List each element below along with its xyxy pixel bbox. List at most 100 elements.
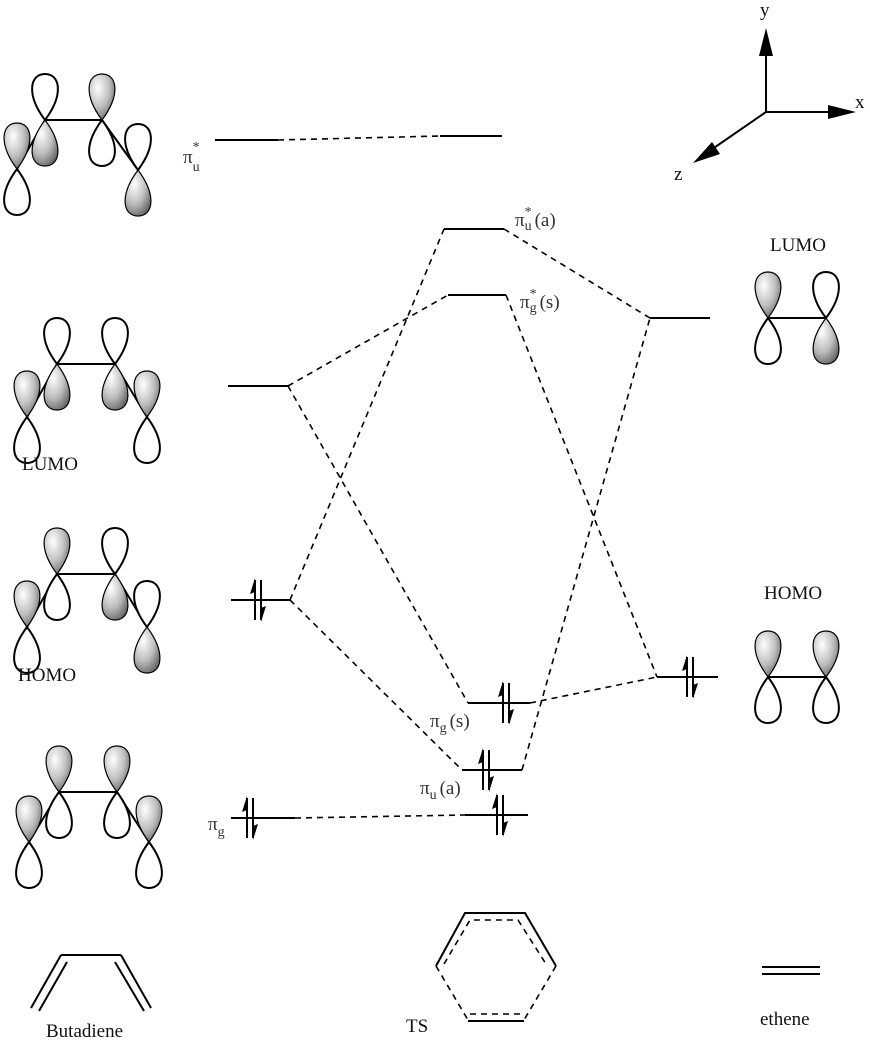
electron-pair-ts-pi_u_a	[478, 748, 494, 792]
z-axis-label: z	[674, 164, 682, 185]
electron-pair-bd-homo	[250, 578, 266, 622]
spin-down-head-icon	[693, 683, 698, 699]
label-sub: u	[430, 788, 437, 803]
p-orbital-lobe-top	[13, 580, 41, 629]
corr-bd-pi-star-u-to-ts	[277, 135, 441, 141]
butadiene-caption: Butadiene	[46, 1021, 123, 1042]
p-orbital-lobe-bottom	[812, 675, 840, 725]
label-sym: (s)	[540, 292, 560, 313]
p-orbital-lobe-top	[45, 745, 73, 794]
ethene-mo-lumo	[754, 270, 840, 366]
p-orbital-lobe-bottom	[3, 167, 31, 217]
label-sup: *	[525, 205, 532, 220]
butadiene-double-bond-left-a	[30, 954, 62, 1009]
p-orbital-lobe-bottom	[101, 572, 129, 621]
corr-bd-homo-to-ts-pi-u	[289, 599, 463, 771]
p-orbital-lobe-bottom	[13, 625, 41, 675]
p-orbital-lobe-top	[43, 527, 71, 576]
label-sup: *	[530, 287, 537, 302]
ts-dashed-upper	[443, 919, 547, 965]
p-orbital-lobe-top	[133, 370, 161, 419]
corr-bd-pi-g-to-ts-lowest	[294, 814, 466, 819]
p-orbital-lobe-bottom	[754, 675, 782, 725]
butadiene-double-bond-right-a	[120, 954, 152, 1009]
p-orbital-lobe-bottom	[43, 572, 71, 622]
corr-bd-lumo-to-ts-pi-star-g	[287, 294, 449, 387]
butadiene-mo-lumo	[13, 316, 161, 465]
x-arrowhead-icon	[828, 105, 856, 119]
ts-dashed-left-forming	[435, 965, 469, 1021]
transition-state-structure: TS	[406, 912, 557, 1037]
label-base: π	[515, 210, 525, 231]
label-sup: *	[193, 140, 200, 155]
butadiene-mo-homo	[13, 526, 161, 675]
p-orbital-lobe-top	[812, 630, 840, 679]
z-axis-arrow	[707, 111, 767, 153]
p-orbital-lobe-top	[31, 72, 59, 122]
label-ts-pi-star-u-a: π*u(a)	[515, 205, 556, 234]
p-orbital-lobe-top	[812, 270, 840, 320]
spin-down-head-icon	[261, 606, 266, 622]
p-orbital-lobe-bottom	[13, 415, 41, 465]
ts-solid-upper	[435, 912, 557, 967]
spin-up-head-icon	[250, 578, 255, 594]
p-orbital-lobe-bottom	[31, 118, 59, 167]
spin-up-head-icon	[242, 796, 247, 812]
label-sub: g	[218, 825, 225, 840]
spin-down-head-icon	[503, 821, 508, 837]
p-orbital-lobe-top	[124, 122, 152, 172]
corr-ts-pi-u-to-ethene-lumo	[521, 317, 651, 771]
energy-levels	[215, 135, 718, 819]
y-arrowhead-icon	[759, 28, 773, 56]
spin-up-head-icon	[682, 655, 687, 671]
p-orbital-lobe-bottom	[88, 118, 116, 168]
ethene-caption: ethene	[760, 1009, 810, 1030]
label-base: π	[208, 814, 218, 835]
p-orbital-lobe-bottom	[133, 625, 161, 674]
ethene-mo-homo	[754, 630, 840, 725]
label-base: π	[430, 711, 440, 732]
p-orbital-lobe-top	[754, 630, 782, 679]
label-sub: u	[525, 219, 532, 234]
butadiene-homo-caption: HOMO	[18, 665, 76, 686]
label-ts-pi-star-g-s: π*g(s)	[520, 287, 560, 316]
spin-up-head-icon	[492, 793, 497, 809]
z-arrowhead-icon	[693, 142, 720, 163]
p-orbital-lobe-top	[3, 122, 31, 171]
label-base: π	[520, 292, 530, 313]
corr-ts-pi-g-to-ethene-homo	[529, 676, 658, 704]
p-orbital-lobe-bottom	[135, 840, 163, 890]
electron-pairs	[242, 578, 698, 840]
p-orbital-lobe-top	[88, 73, 116, 122]
coordinate-axes: y x z	[674, 0, 865, 185]
spin-down-head-icon	[489, 776, 494, 792]
ethene-orbital-pictures	[754, 270, 840, 725]
p-orbital-lobe-bottom	[812, 316, 840, 365]
correlation-lines	[277, 135, 658, 819]
butadiene-mo-pi_star_u	[3, 72, 152, 217]
ethene-lumo-caption: LUMO	[770, 235, 826, 256]
label-ts-pi-u-a: πu(a)	[420, 778, 461, 803]
corr-ts-pi-star-g-to-ethene-homo	[505, 294, 658, 678]
p-orbital-lobe-top	[133, 579, 161, 629]
spin-up-head-icon	[478, 748, 483, 764]
p-orbital-lobe-top	[15, 795, 43, 844]
butadiene-double-bond-left-b	[38, 961, 68, 1012]
label-base: π	[420, 778, 430, 799]
p-orbital-lobe-top	[135, 795, 163, 844]
corr-bd-lumo-to-ts-pi-g	[287, 385, 469, 704]
label-sym: (a)	[440, 778, 461, 799]
label-sub: g	[530, 301, 537, 316]
p-orbital-lobe-bottom	[101, 362, 129, 411]
butadiene-structure: Butadiene	[30, 954, 152, 1042]
butadiene-double-bond-right-b	[114, 961, 145, 1012]
ethene-homo-caption: HOMO	[764, 583, 822, 604]
p-orbital-lobe-bottom	[45, 790, 73, 840]
p-orbital-lobe-bottom	[15, 840, 43, 890]
y-axis-label: y	[760, 0, 770, 21]
butadiene-orbital-pictures	[3, 72, 163, 890]
p-orbital-lobe-top	[13, 370, 41, 419]
label-base: π	[183, 147, 193, 168]
electron-pair-bd-pi_g	[242, 796, 258, 840]
